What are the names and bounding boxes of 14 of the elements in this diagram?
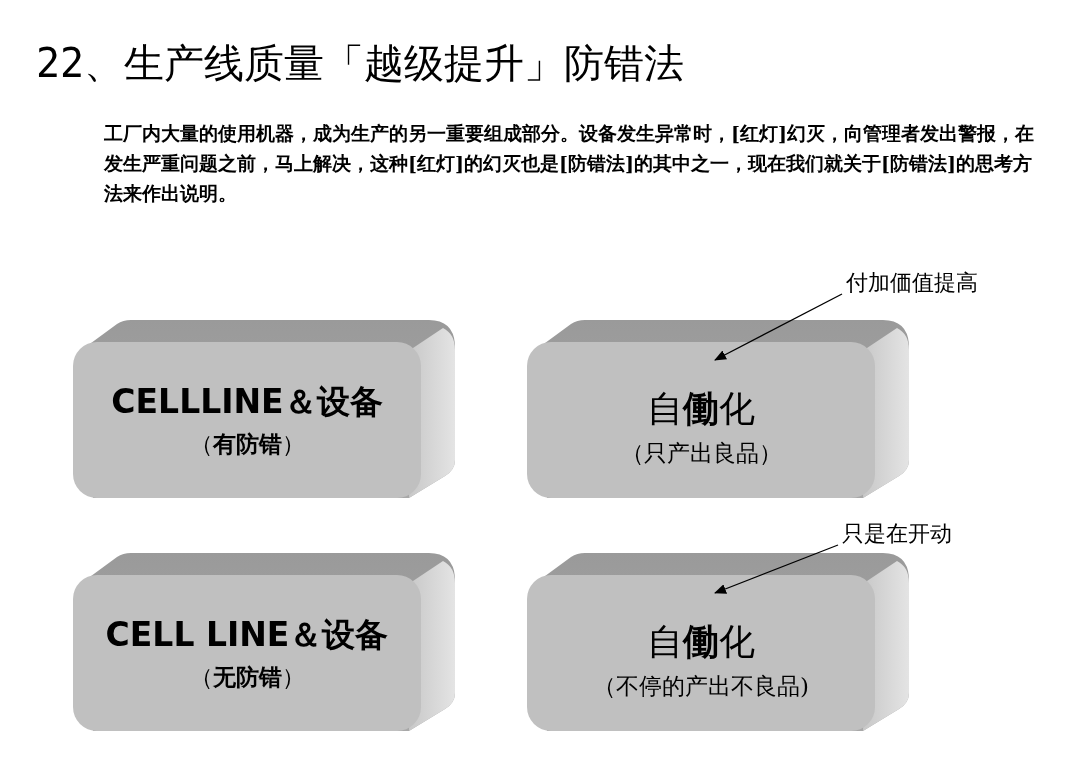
arrow	[714, 293, 843, 361]
callout-text: 付加価值提高	[846, 268, 978, 298]
block-subtitle: （无防错）	[189, 662, 305, 692]
arrow	[714, 544, 839, 594]
block-subtitle: （有防错）	[189, 429, 305, 459]
callout-text: 只是在开动	[842, 519, 952, 549]
block-heading: CELLLINE＆设备	[111, 381, 383, 423]
title: 22、生产线质量「越级提升」防错法	[36, 39, 685, 88]
block-heading: 自働化	[647, 386, 755, 431]
block-heading: CELL LINE＆设备	[105, 614, 389, 656]
block-heading: 自働化	[647, 619, 755, 664]
intro-paragraph: 工厂内大量的使用机器，成为生产的另一重要组成部分。设备发生异常时，[红灯]幻灭，向管理者发出警报，在发生严重问题之前，马上解决，这种[红灯]的幻灭也是[防错法]的其中之一，现在我们就关于[防错法]的思考方法来作出说明。	[104, 121, 1035, 206]
block-subtitle: （不停的产出不良品)	[593, 672, 809, 701]
block-subtitle: （只产出良品）	[620, 439, 782, 468]
